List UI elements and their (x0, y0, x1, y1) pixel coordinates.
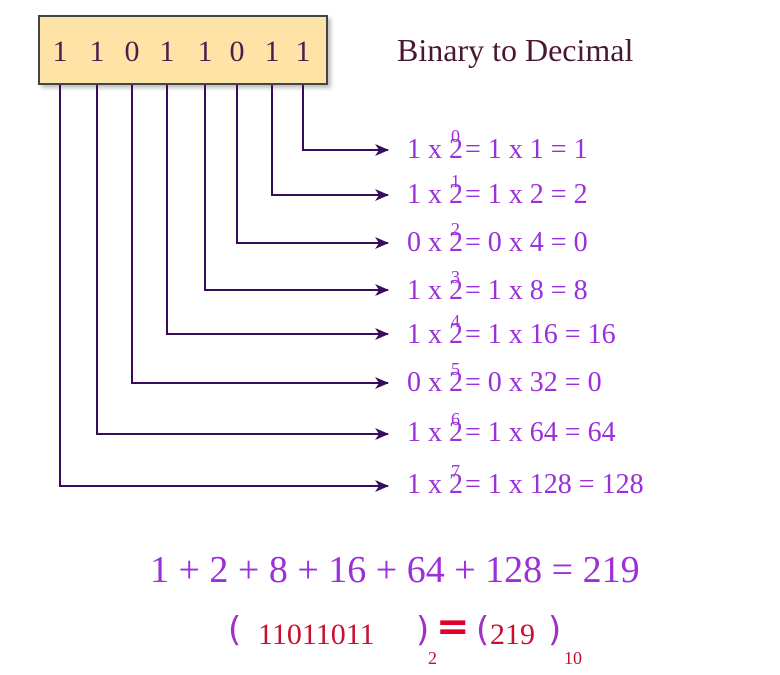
binary-digit: 1 (52, 35, 68, 68)
expansion-result: = 1 x 2 = 2 (465, 179, 588, 210)
connector-arrow (204, 85, 389, 296)
connector-arrow (96, 85, 389, 440)
expansion-result: = 1 x 128 = 128 (465, 469, 644, 500)
binary-digit: 1 (264, 35, 280, 68)
binary-digit: 1 (159, 35, 175, 68)
expansion-base: 1 x 2 (407, 179, 463, 210)
expansion-base: 1 x 2 (407, 134, 463, 165)
binary-digit: 0 (229, 35, 245, 68)
expansion-base: 1 x 2 (407, 319, 463, 350)
binary-digit: 0 (124, 35, 140, 68)
sum-line: 1 + 2 + 8 + 16 + 64 + 128 = 219 (150, 549, 640, 591)
binary-base: 2 (428, 648, 437, 668)
connector-arrow (59, 85, 389, 492)
equals-sign: = (436, 604, 470, 650)
expansion-exponent: 0 (451, 126, 460, 146)
diagram-title: Binary to Decimal (397, 32, 634, 68)
expansion-exponent: 3 (451, 267, 460, 287)
expansion-base: 1 x 2 (407, 469, 463, 500)
expansion-result: = 1 x 1 = 1 (465, 134, 588, 165)
expansion-exponent: 5 (451, 359, 460, 379)
expansion-exponent: 2 (451, 219, 460, 239)
expansion-result: = 0 x 4 = 0 (465, 227, 588, 258)
expansion-result: = 0 x 32 = 0 (465, 367, 602, 398)
expansion-exponent: 7 (451, 461, 460, 481)
expansion-base: 0 x 2 (407, 367, 463, 398)
connector-arrow (302, 85, 389, 156)
binary-digits-box (38, 15, 328, 85)
expansion-base: 1 x 2 (407, 275, 463, 306)
result-binary: 11011011 (258, 618, 375, 651)
expansion-result: = 1 x 16 = 16 (465, 319, 616, 350)
binary-digit: 1 (197, 35, 213, 68)
open-paren-decimal: ( (476, 610, 490, 650)
open-paren-binary: ( (228, 610, 242, 650)
connector-arrow (271, 85, 389, 201)
expansion-base: 1 x 2 (407, 417, 463, 448)
expansion-exponent: 4 (451, 311, 460, 331)
result-decimal: 219 (490, 618, 535, 651)
binary-digit: 1 (89, 35, 105, 68)
expansion-base: 0 x 2 (407, 227, 463, 258)
binary-digit: 1 (295, 35, 311, 68)
expansion-result: = 1 x 8 = 8 (465, 275, 588, 306)
connector-arrow (131, 85, 389, 389)
expansion-result: = 1 x 64 = 64 (465, 417, 616, 448)
expansion-exponent: 1 (451, 171, 460, 191)
expansion-exponent: 6 (451, 409, 460, 429)
close-paren-decimal: ) (548, 610, 562, 650)
decimal-base: 10 (564, 648, 582, 668)
connector-arrow (236, 85, 389, 249)
close-paren-binary: ) (416, 610, 430, 650)
connector-arrow (166, 85, 389, 340)
result-equation: ( 11011011 ) 2 = ( 219 ) 10 (228, 604, 628, 670)
